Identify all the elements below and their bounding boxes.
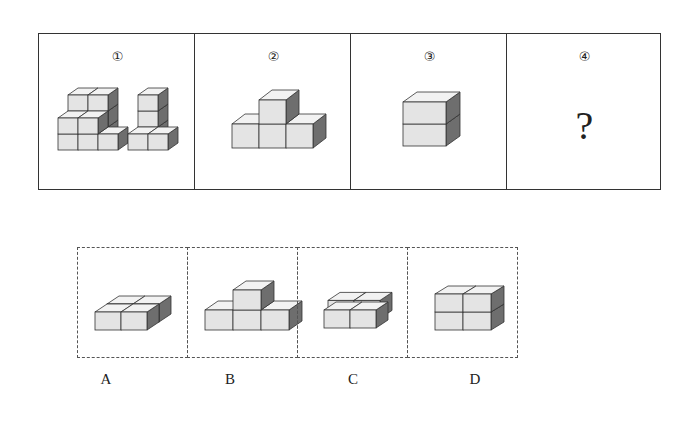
cube-front	[138, 111, 158, 127]
cube-front	[205, 310, 233, 330]
cube-front	[232, 124, 259, 148]
cube-front	[259, 124, 286, 148]
cube-top	[121, 304, 159, 312]
option-letter: D	[470, 372, 481, 387]
figure-panel: ②	[194, 33, 351, 190]
cube-top	[88, 88, 118, 95]
cube-front	[95, 312, 121, 330]
cube-figure	[95, 296, 171, 330]
cube-front	[463, 294, 491, 312]
panel-number: ④	[579, 50, 591, 63]
cube	[259, 90, 299, 124]
cube	[88, 88, 118, 111]
option-box: B	[187, 247, 298, 358]
cube-front	[403, 124, 446, 146]
cube-top	[403, 92, 460, 102]
cube-front	[128, 134, 148, 150]
panel-number: ①	[112, 50, 124, 63]
cube-front	[78, 118, 98, 134]
option-letter: A	[101, 372, 112, 387]
figure-panel: ④?	[506, 33, 661, 190]
cube	[233, 281, 274, 310]
question-mark: ?	[576, 106, 594, 146]
cube	[78, 111, 108, 134]
cube-front	[138, 95, 158, 111]
cube-front	[233, 290, 261, 310]
panel-number: ②	[268, 50, 280, 63]
cube-front	[121, 312, 147, 330]
cube-top	[148, 127, 178, 134]
cube	[138, 88, 168, 111]
cube-top	[350, 302, 388, 310]
option-box: C	[297, 247, 408, 358]
cube-front	[78, 134, 98, 150]
cube-front	[68, 95, 88, 111]
option-box: A	[77, 247, 188, 358]
cube	[121, 304, 159, 330]
cube	[403, 92, 460, 124]
cube	[463, 286, 504, 312]
cube-front	[58, 118, 78, 134]
option-letter: B	[225, 372, 235, 387]
cube-figure	[58, 88, 178, 150]
cube-front	[435, 312, 463, 330]
cube-front	[463, 312, 491, 330]
option-letter: C	[348, 372, 358, 387]
figure-panel: ③	[350, 33, 507, 190]
cube-front	[233, 310, 261, 330]
cube-front	[324, 310, 350, 328]
cube-top	[138, 88, 168, 95]
figure-panel: ①	[38, 33, 195, 190]
cube-front	[286, 124, 313, 148]
cube-front	[435, 294, 463, 312]
cube-top	[233, 281, 274, 290]
cube-figure	[232, 90, 326, 148]
cube-figure	[205, 281, 302, 330]
cube-top	[259, 90, 299, 100]
cube-top	[354, 292, 392, 300]
cube-top	[133, 296, 171, 304]
cube-front	[88, 95, 108, 111]
cube-figure	[435, 286, 504, 330]
cube-front	[259, 100, 286, 124]
cube-figure	[324, 292, 392, 328]
cube-front	[58, 134, 78, 150]
cube	[350, 302, 388, 328]
cube-figure	[403, 92, 460, 146]
cube	[148, 127, 178, 150]
option-box: D	[407, 247, 518, 358]
cube-front	[403, 102, 446, 124]
cube-front	[350, 310, 376, 328]
cube-front	[148, 134, 168, 150]
cube-front	[98, 134, 118, 150]
cube-top	[78, 111, 108, 118]
cube-front	[261, 310, 289, 330]
cube-top	[463, 286, 504, 294]
panel-number: ③	[424, 50, 436, 63]
